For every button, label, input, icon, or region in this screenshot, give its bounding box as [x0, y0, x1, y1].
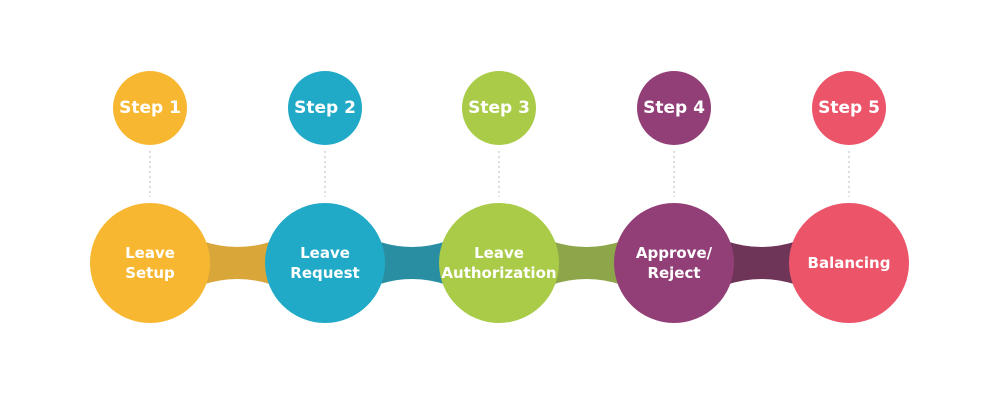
stage-label-5-line-1: Balancing	[807, 254, 891, 272]
step-badge-2: Step 2	[288, 71, 362, 145]
stage-label-2-line-2: Request	[290, 264, 360, 282]
stage-label-3-line-1: Leave	[474, 244, 524, 262]
connector-1-2	[202, 241, 273, 285]
stage-label-1-line-1: Leave	[125, 244, 175, 262]
stage-circle-5: Balancing	[789, 203, 909, 323]
step-badge-1: Step 1	[113, 71, 187, 145]
stage-label-1-line-2: Setup	[125, 264, 175, 282]
stage-label-4-line-2: Reject	[647, 264, 701, 282]
connector-3-4	[551, 241, 622, 285]
stage-label-4-line-1: Approve/	[635, 244, 713, 262]
stage-label-2-line-1: Leave	[300, 244, 350, 262]
step-badge-4: Step 4	[637, 71, 711, 145]
connector-2-3	[377, 241, 447, 285]
stage-circle-4: Approve/Reject	[614, 203, 734, 323]
stage-label-3-line-2: Authorization	[441, 264, 557, 282]
connector-4-5	[726, 241, 797, 285]
step-badge-3: Step 3	[462, 71, 536, 145]
step-badge-5: Step 5	[812, 71, 886, 145]
